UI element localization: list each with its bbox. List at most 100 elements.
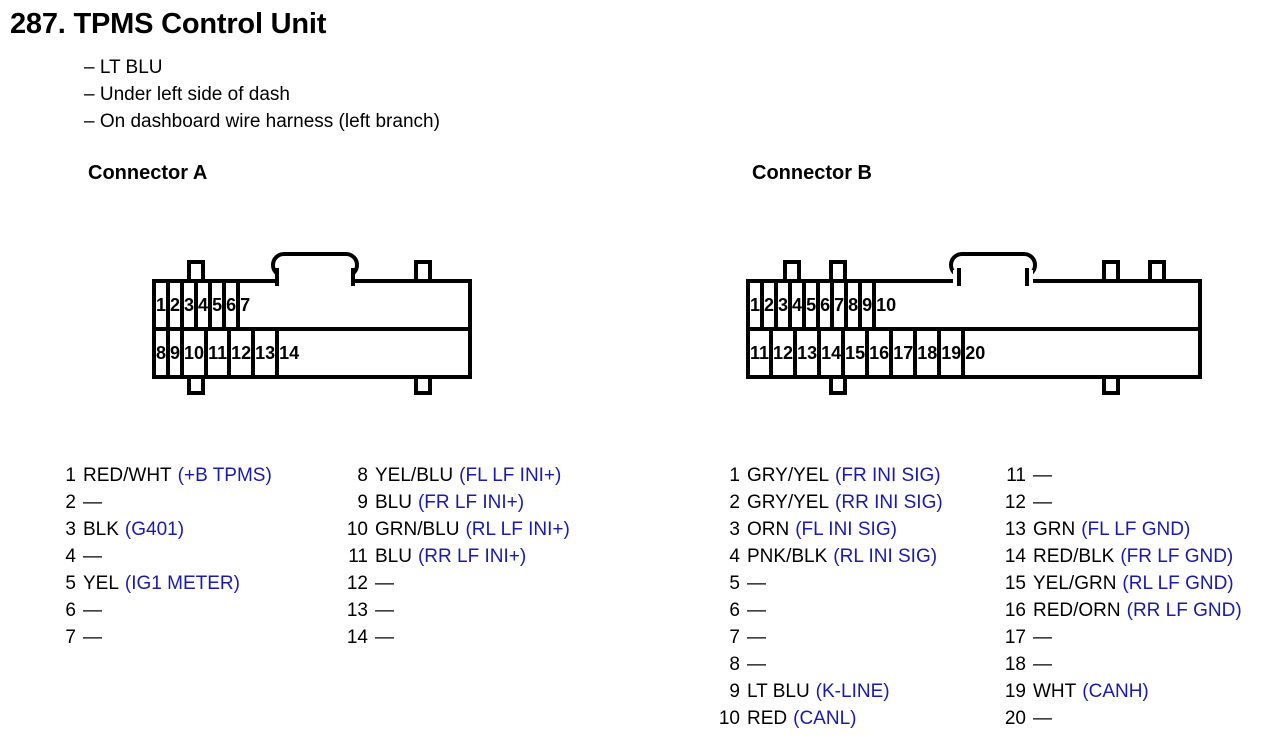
pin-number: 14 <box>1004 546 1026 567</box>
pin-empty-dash: — <box>747 654 766 675</box>
pin-number: 4 <box>65 546 76 567</box>
pin-signal-name: (RR INI SIG) <box>835 492 943 513</box>
connector-a-top-tab-right <box>414 260 432 280</box>
pin-cell: 7 <box>236 283 250 327</box>
connector-b-top-tab-1 <box>783 260 801 280</box>
pin-signal-name: (RL INI SIG) <box>833 546 938 567</box>
pin-wire-color: BLU <box>375 546 412 567</box>
pin-entry: 7— <box>718 624 943 651</box>
pin-signal-name: (RL LF GND) <box>1122 573 1234 594</box>
pin-number: 18 <box>1004 654 1026 675</box>
connector-b-top-tab-2 <box>829 260 847 280</box>
pin-entry: 7— <box>54 624 272 651</box>
pin-cell: 12 <box>227 331 251 375</box>
pin-number: 9 <box>729 681 740 702</box>
pin-number: 2 <box>729 492 740 513</box>
pin-cell: 4 <box>788 283 802 327</box>
pin-cell: 9 <box>166 331 180 375</box>
connector-a-latch-stem-right <box>351 268 355 286</box>
pin-signal-name: (CANL) <box>793 708 857 729</box>
pin-signal-name: (CANH) <box>1082 681 1149 702</box>
connector-b-body: 1 2 3 4 5 6 7 8 9 10 11 12 13 14 15 16 1… <box>746 279 1202 379</box>
pin-empty-dash: — <box>375 573 394 594</box>
pin-empty-dash: — <box>375 627 394 648</box>
note-line: – On dashboard wire harness (left branch… <box>84 111 440 132</box>
pin-signal-name: (FR LF INI+) <box>417 492 525 513</box>
pin-cell: 13 <box>251 331 275 375</box>
connector-a-latch-mask <box>275 270 355 284</box>
pin-wire-color: GRN/BLU <box>375 519 460 540</box>
pin-number: 5 <box>729 573 740 594</box>
pin-signal-name: (FL LF GND) <box>1081 519 1191 540</box>
pin-cell: 20 <box>961 331 985 375</box>
pin-cell: 19 <box>937 331 961 375</box>
pin-entry: 11 BLU(RR LF INI+) <box>346 543 570 570</box>
pin-signal-name: (+B TPMS) <box>177 465 272 486</box>
pin-empty-dash: — <box>83 600 102 621</box>
pin-wire-color: WHT <box>1033 681 1077 702</box>
pin-wire-color: BLU <box>375 492 412 513</box>
pin-entry: 2— <box>54 489 272 516</box>
pin-number: 6 <box>729 600 740 621</box>
pin-number: 13 <box>1004 519 1026 540</box>
connector-a-latch-stem-left <box>275 268 279 286</box>
pin-number: 7 <box>729 627 740 648</box>
pin-entry: 6— <box>54 597 272 624</box>
pin-wire-color: YEL/GRN <box>1033 573 1117 594</box>
pin-entry: 18— <box>1004 651 1242 678</box>
pin-empty-dash: — <box>747 627 766 648</box>
pin-entry: 4— <box>54 543 272 570</box>
pin-empty-dash: — <box>83 492 102 513</box>
pin-entry: 14— <box>346 624 570 651</box>
pin-signal-name: (RL LF INI+) <box>465 519 570 540</box>
pin-cell: 1 <box>156 295 167 315</box>
connector-b-title: Connector B <box>752 162 872 184</box>
pin-cell: 10 <box>872 283 896 327</box>
pin-wire-color: BLK <box>83 519 119 540</box>
pin-cell: 11 <box>204 331 227 375</box>
connector-b-latch-stem-left <box>957 268 961 286</box>
connector-a-top-tab-left <box>187 260 205 280</box>
pin-entry: 12— <box>1004 489 1242 516</box>
pin-cell: 6 <box>816 283 830 327</box>
pin-cell: 6 <box>222 283 236 327</box>
pin-signal-name: (FL LF INI+) <box>459 465 562 486</box>
pin-wire-color: GRY/YEL <box>747 492 830 513</box>
pin-number: 11 <box>348 546 368 567</box>
pin-cell: 5 <box>802 283 816 327</box>
pin-empty-dash: — <box>375 600 394 621</box>
connector-b-row-bottom: 11 12 13 14 15 16 17 18 19 20 <box>750 327 1198 375</box>
note-line: – Under left side of dash <box>84 84 290 105</box>
pin-entry: 19 WHT(CANH) <box>1004 678 1242 705</box>
pin-number: 3 <box>65 519 76 540</box>
connector-b-bottom-tab-1 <box>829 375 847 395</box>
pin-wire-color: RED/BLK <box>1033 546 1115 567</box>
pin-cell: 3 <box>774 283 788 327</box>
pin-entry: 10 GRN/BLU(RL LF INI+) <box>346 516 570 543</box>
pin-empty-dash: — <box>83 546 102 567</box>
pin-number: 19 <box>1004 681 1026 702</box>
pin-number: 13 <box>346 600 368 621</box>
pin-entry: 12— <box>346 570 570 597</box>
pin-wire-color: YEL/BLU <box>375 465 454 486</box>
pin-cell: 11 <box>750 343 770 363</box>
pin-number: 10 <box>346 519 368 540</box>
connector-a-bottom-tab-left <box>187 375 205 395</box>
pin-cell: 7 <box>830 283 844 327</box>
pin-entry: 2 GRY/YEL(RR INI SIG) <box>718 489 943 516</box>
connector-a-body: 1 2 3 4 5 6 7 8 9 10 11 12 13 14 <box>152 279 472 379</box>
pin-number: 4 <box>729 546 740 567</box>
pin-signal-name: (RR LF INI+) <box>417 546 527 567</box>
connector-a-title: Connector A <box>88 162 208 184</box>
pin-cell: 15 <box>841 331 865 375</box>
pin-cell: 9 <box>858 283 872 327</box>
pin-number: 8 <box>729 654 740 675</box>
